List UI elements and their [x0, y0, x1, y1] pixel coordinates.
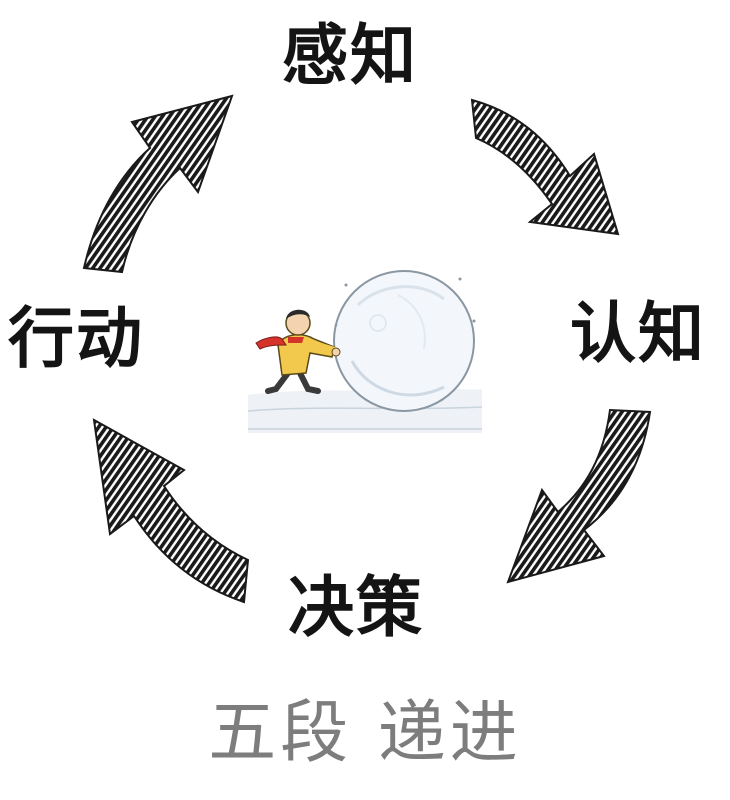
stage-cognition: 认知 [570, 294, 706, 372]
stage-action: 行动 [8, 299, 144, 377]
stage-decision: 决策 [288, 568, 424, 646]
snowball-illustration [248, 270, 482, 433]
diagram-caption: 五段 递进 [208, 694, 522, 773]
stage-perception: 感知 [282, 16, 418, 94]
